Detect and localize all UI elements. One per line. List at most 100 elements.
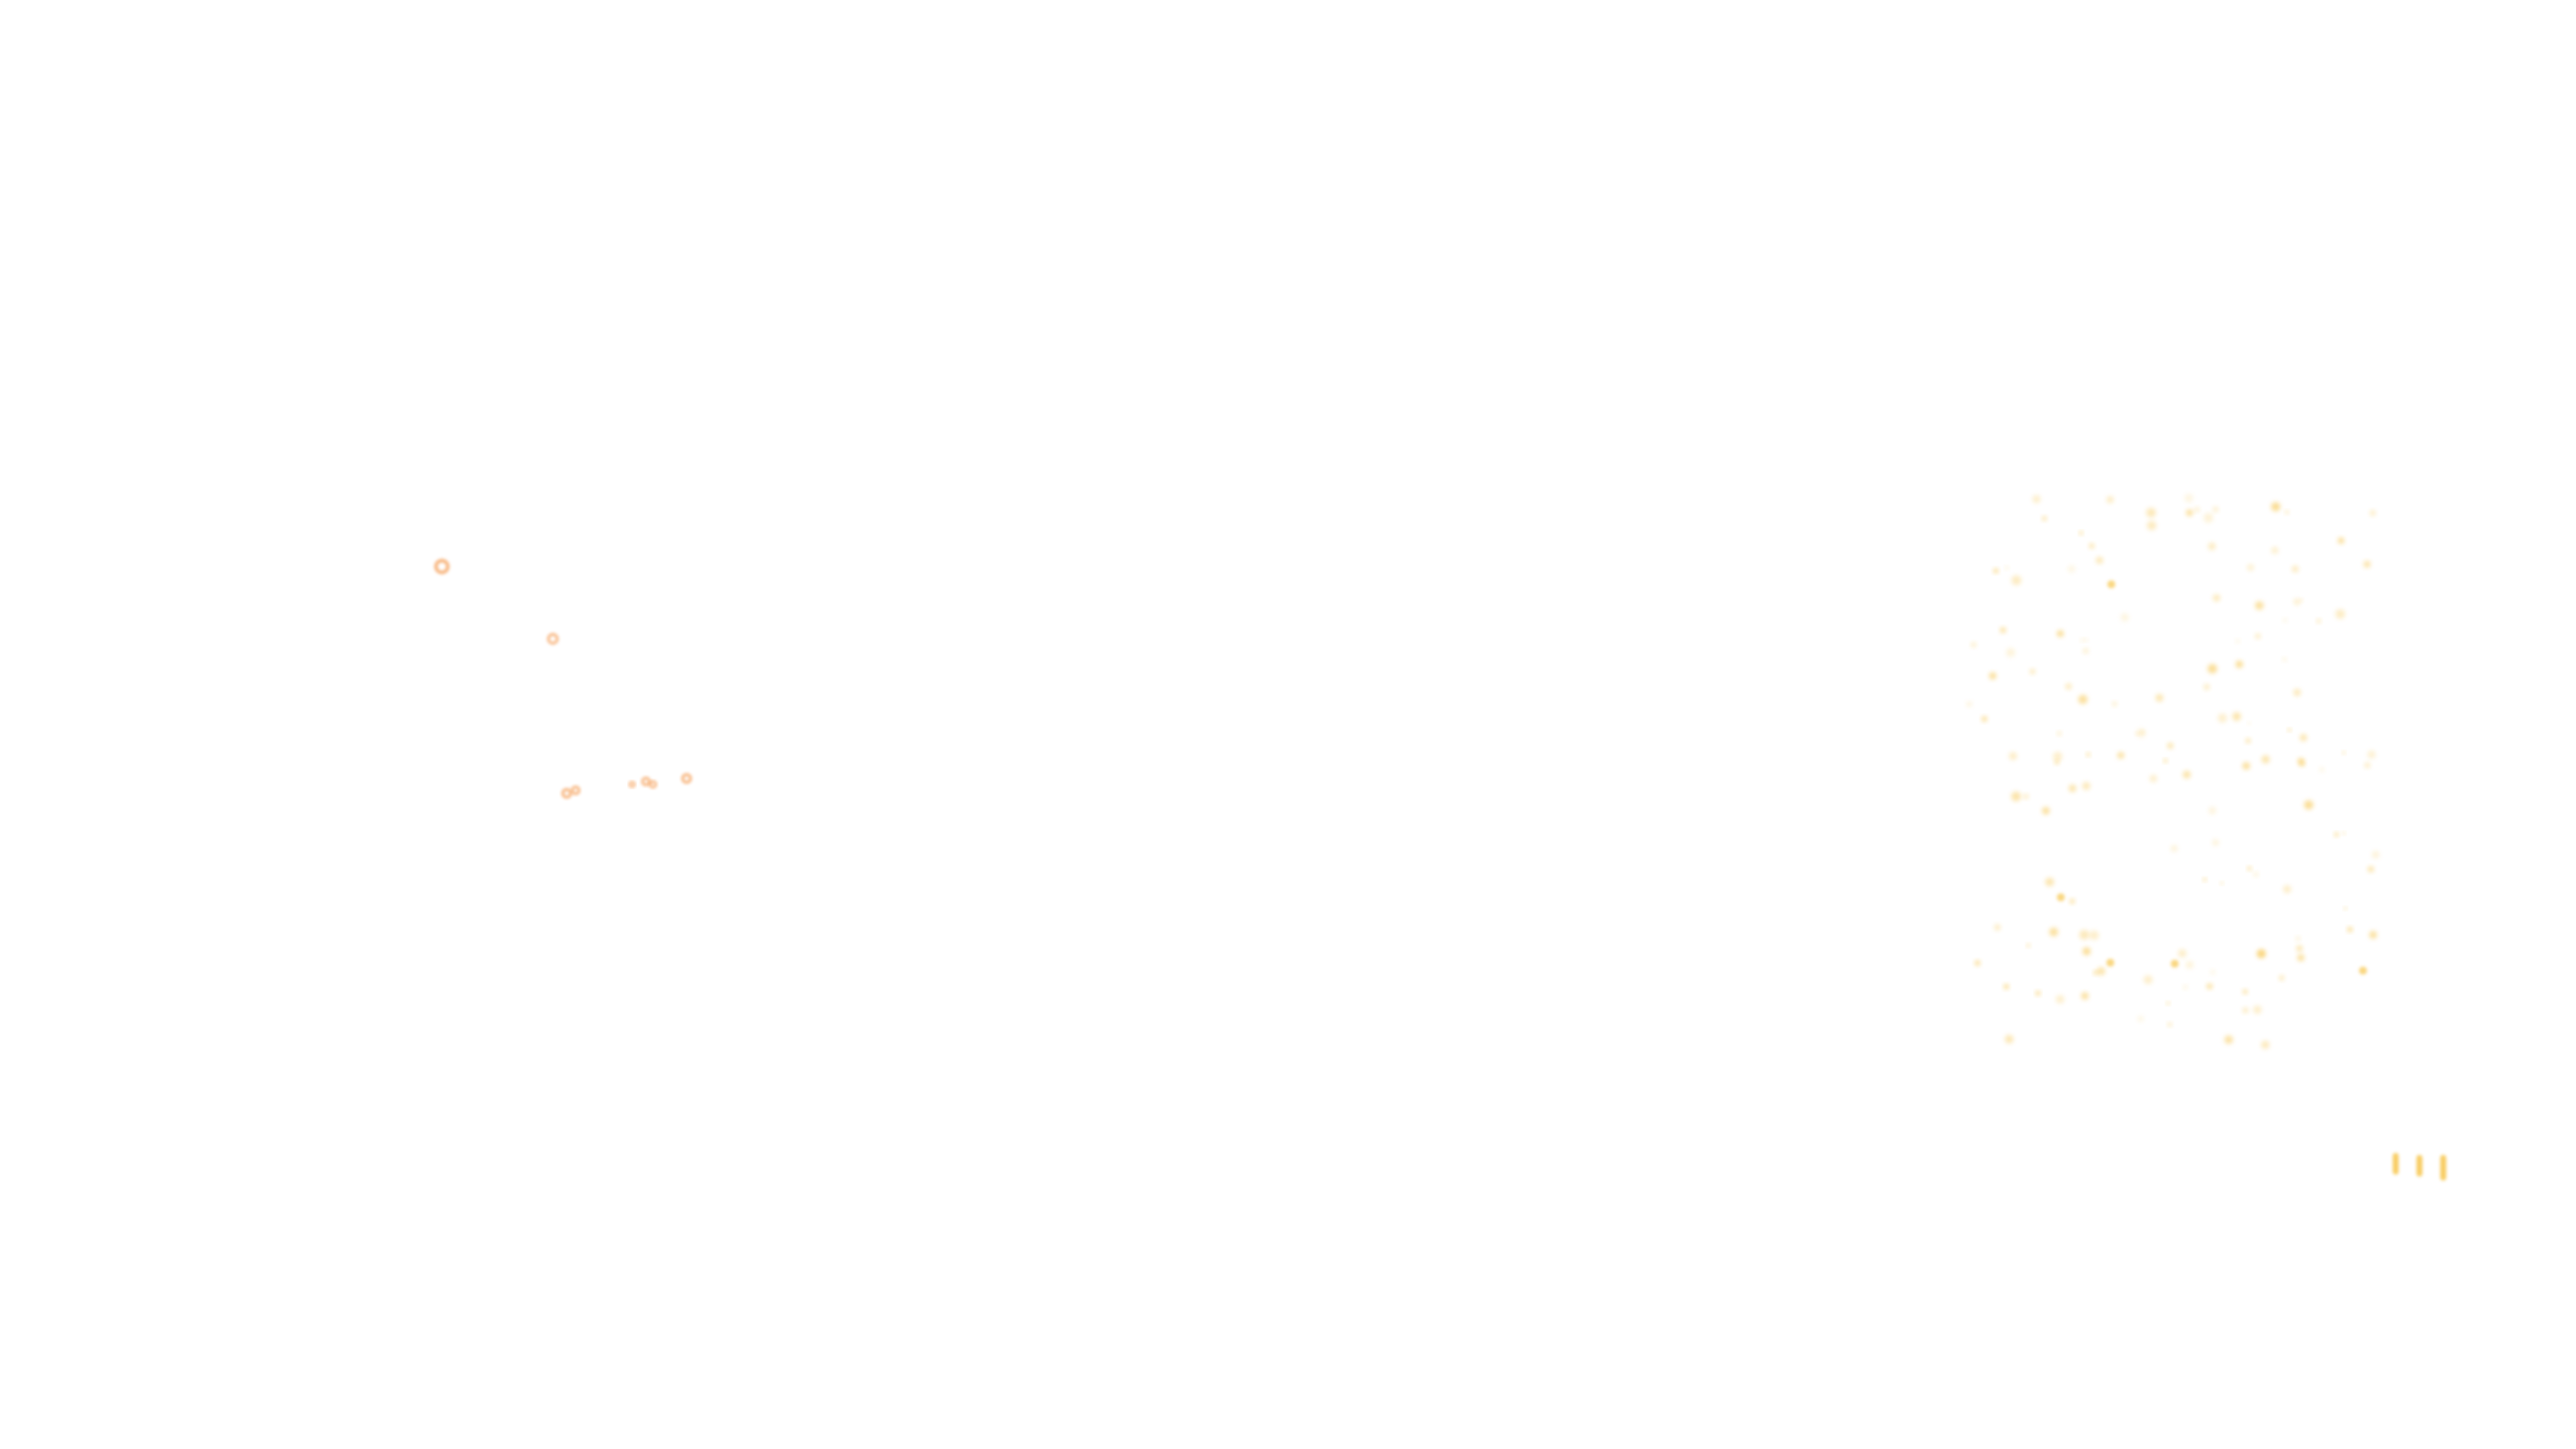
yellow-speckle-36 <box>2011 791 2021 802</box>
yellow-speckle-6 <box>2078 694 2088 704</box>
yellow-speckle-94 <box>2247 721 2251 725</box>
yellow-speckle-90 <box>2208 806 2216 815</box>
yellow-speckle-77 <box>2085 638 2089 642</box>
yellow-bright-speck-1 <box>2057 893 2065 901</box>
yellow-speckle-40 <box>2004 566 2009 570</box>
yellow-speckle-104 <box>2186 509 2194 517</box>
orange-ring-5 <box>641 776 651 786</box>
yellow-speckle-68 <box>2042 516 2047 521</box>
yellow-speckle-73 <box>2296 936 2301 941</box>
yellow-speckle-52 <box>2217 713 2227 723</box>
yellow-speckle-87 <box>2120 613 2129 622</box>
yellow-speckle-103 <box>2167 742 2174 750</box>
yellow-speckle-19 <box>2149 775 2158 782</box>
yellow-dash-1 <box>2416 1155 2422 1177</box>
yellow-speckle-86 <box>2224 1035 2233 1044</box>
yellow-speckle-123 <box>2117 752 2125 760</box>
yellow-speckle-138 <box>2271 502 2281 512</box>
yellow-speckle-53 <box>1982 716 1987 722</box>
yellow-speckle-13 <box>2255 633 2261 640</box>
yellow-speckle-107 <box>2299 761 2306 767</box>
yellow-speckle-45 <box>2069 898 2076 904</box>
yellow-speckle-22 <box>2232 712 2241 721</box>
yellow-speckle-88 <box>1975 960 1981 967</box>
yellow-speckle-33 <box>2247 564 2254 571</box>
yellow-speckle-62 <box>2056 994 2065 1004</box>
yellow-speckle-83 <box>2342 751 2346 755</box>
yellow-speckle-9 <box>2367 750 2376 759</box>
yellow-speckle-54 <box>2369 510 2376 516</box>
yellow-speckle-122 <box>1966 701 1973 707</box>
yellow-dash-0 <box>2393 1153 2399 1175</box>
yellow-speckle-133 <box>2297 954 2305 962</box>
yellow-speckle-49 <box>2155 693 2164 702</box>
yellow-bright-speck-0 <box>2107 580 2115 588</box>
yellow-speckle-5 <box>2008 752 2017 761</box>
yellow-speckle-18 <box>2220 881 2224 885</box>
yellow-speckle-59 <box>2343 906 2347 910</box>
yellow-speckle-78 <box>2318 767 2324 773</box>
yellow-speckle-24 <box>2042 806 2050 815</box>
yellow-speckle-60 <box>2082 947 2092 956</box>
yellow-speckle-21 <box>2342 831 2346 835</box>
yellow-speckle-128 <box>1993 924 2001 931</box>
yellow-speckle-116 <box>2261 755 2270 764</box>
yellow-speckle-55 <box>2035 990 2041 996</box>
yellow-speckle-27 <box>2093 970 2098 976</box>
yellow-speckle-41 <box>2283 884 2292 893</box>
yellow-speckle-118 <box>2271 547 2279 555</box>
yellow-speckle-39 <box>2106 495 2114 504</box>
yellow-speckle-44 <box>2057 630 2064 638</box>
yellow-speckle-75 <box>2367 866 2375 873</box>
yellow-speckle-121 <box>2203 513 2213 523</box>
yellow-speckle-96 <box>2054 760 2060 765</box>
yellow-speckle-29 <box>2257 949 2266 958</box>
yellow-speckle-131 <box>2194 506 2200 513</box>
yellow-speckle-37 <box>2178 949 2187 958</box>
yellow-speckle-8 <box>2029 669 2036 674</box>
yellow-speckle-134 <box>2026 943 2031 948</box>
yellow-speckle-111 <box>2086 752 2091 757</box>
yellow-speckle-81 <box>2372 851 2380 859</box>
orange-ring-6 <box>648 779 658 789</box>
yellow-speckle-136 <box>2334 832 2339 837</box>
yellow-speckle-69 <box>2170 845 2178 853</box>
yellow-speckle-101 <box>2347 926 2353 933</box>
orange-ring-3 <box>571 785 581 795</box>
yellow-speckle-95 <box>2045 878 2055 886</box>
yellow-speckle-3 <box>2293 598 2301 606</box>
yellow-speckle-65 <box>2283 618 2288 623</box>
yellow-vertical-dashes <box>2393 1153 2446 1181</box>
yellow-speckle-51 <box>2207 664 2217 673</box>
yellow-speckle-89 <box>2235 639 2240 644</box>
yellow-speckle-102 <box>2089 543 2094 549</box>
yellow-speckle-32 <box>2242 762 2250 771</box>
yellow-speckle-42 <box>2053 752 2063 762</box>
yellow-speckle-30 <box>2209 969 2215 976</box>
yellow-speckle-74 <box>2242 1007 2249 1013</box>
yellow-speckle-106 <box>2023 793 2029 799</box>
yellow-bright-speck-2 <box>2106 959 2114 967</box>
yellow-speckle-15 <box>2068 565 2076 573</box>
yellow-speckle-124 <box>2184 493 2194 503</box>
yellow-speckle-14 <box>2137 1015 2144 1022</box>
yellow-speckle-46 <box>2082 781 2091 790</box>
yellow-speckle-12 <box>2207 542 2216 551</box>
yellow-bright-speck-3 <box>2171 960 2179 968</box>
yellow-speckle-115 <box>2057 731 2062 736</box>
yellow-speckle-80 <box>2369 930 2378 939</box>
yellow-speckle-4 <box>2049 927 2059 937</box>
yellow-speckle-72 <box>2288 728 2292 732</box>
orange-ring-1 <box>547 633 559 645</box>
yellow-speckle-98 <box>2140 730 2145 734</box>
yellow-speckle-110 <box>2363 561 2371 569</box>
yellow-speckle-10 <box>2143 975 2153 984</box>
yellow-speckle-26 <box>1999 627 2006 634</box>
yellow-speckle-126 <box>1992 568 1999 573</box>
yellow-speckle-70 <box>2300 734 2308 742</box>
yellow-speckle-108 <box>2364 762 2371 769</box>
yellow-speckle-132 <box>2316 618 2321 624</box>
orange-ring-0 <box>434 559 450 574</box>
yellow-speckle-1 <box>2247 866 2252 872</box>
